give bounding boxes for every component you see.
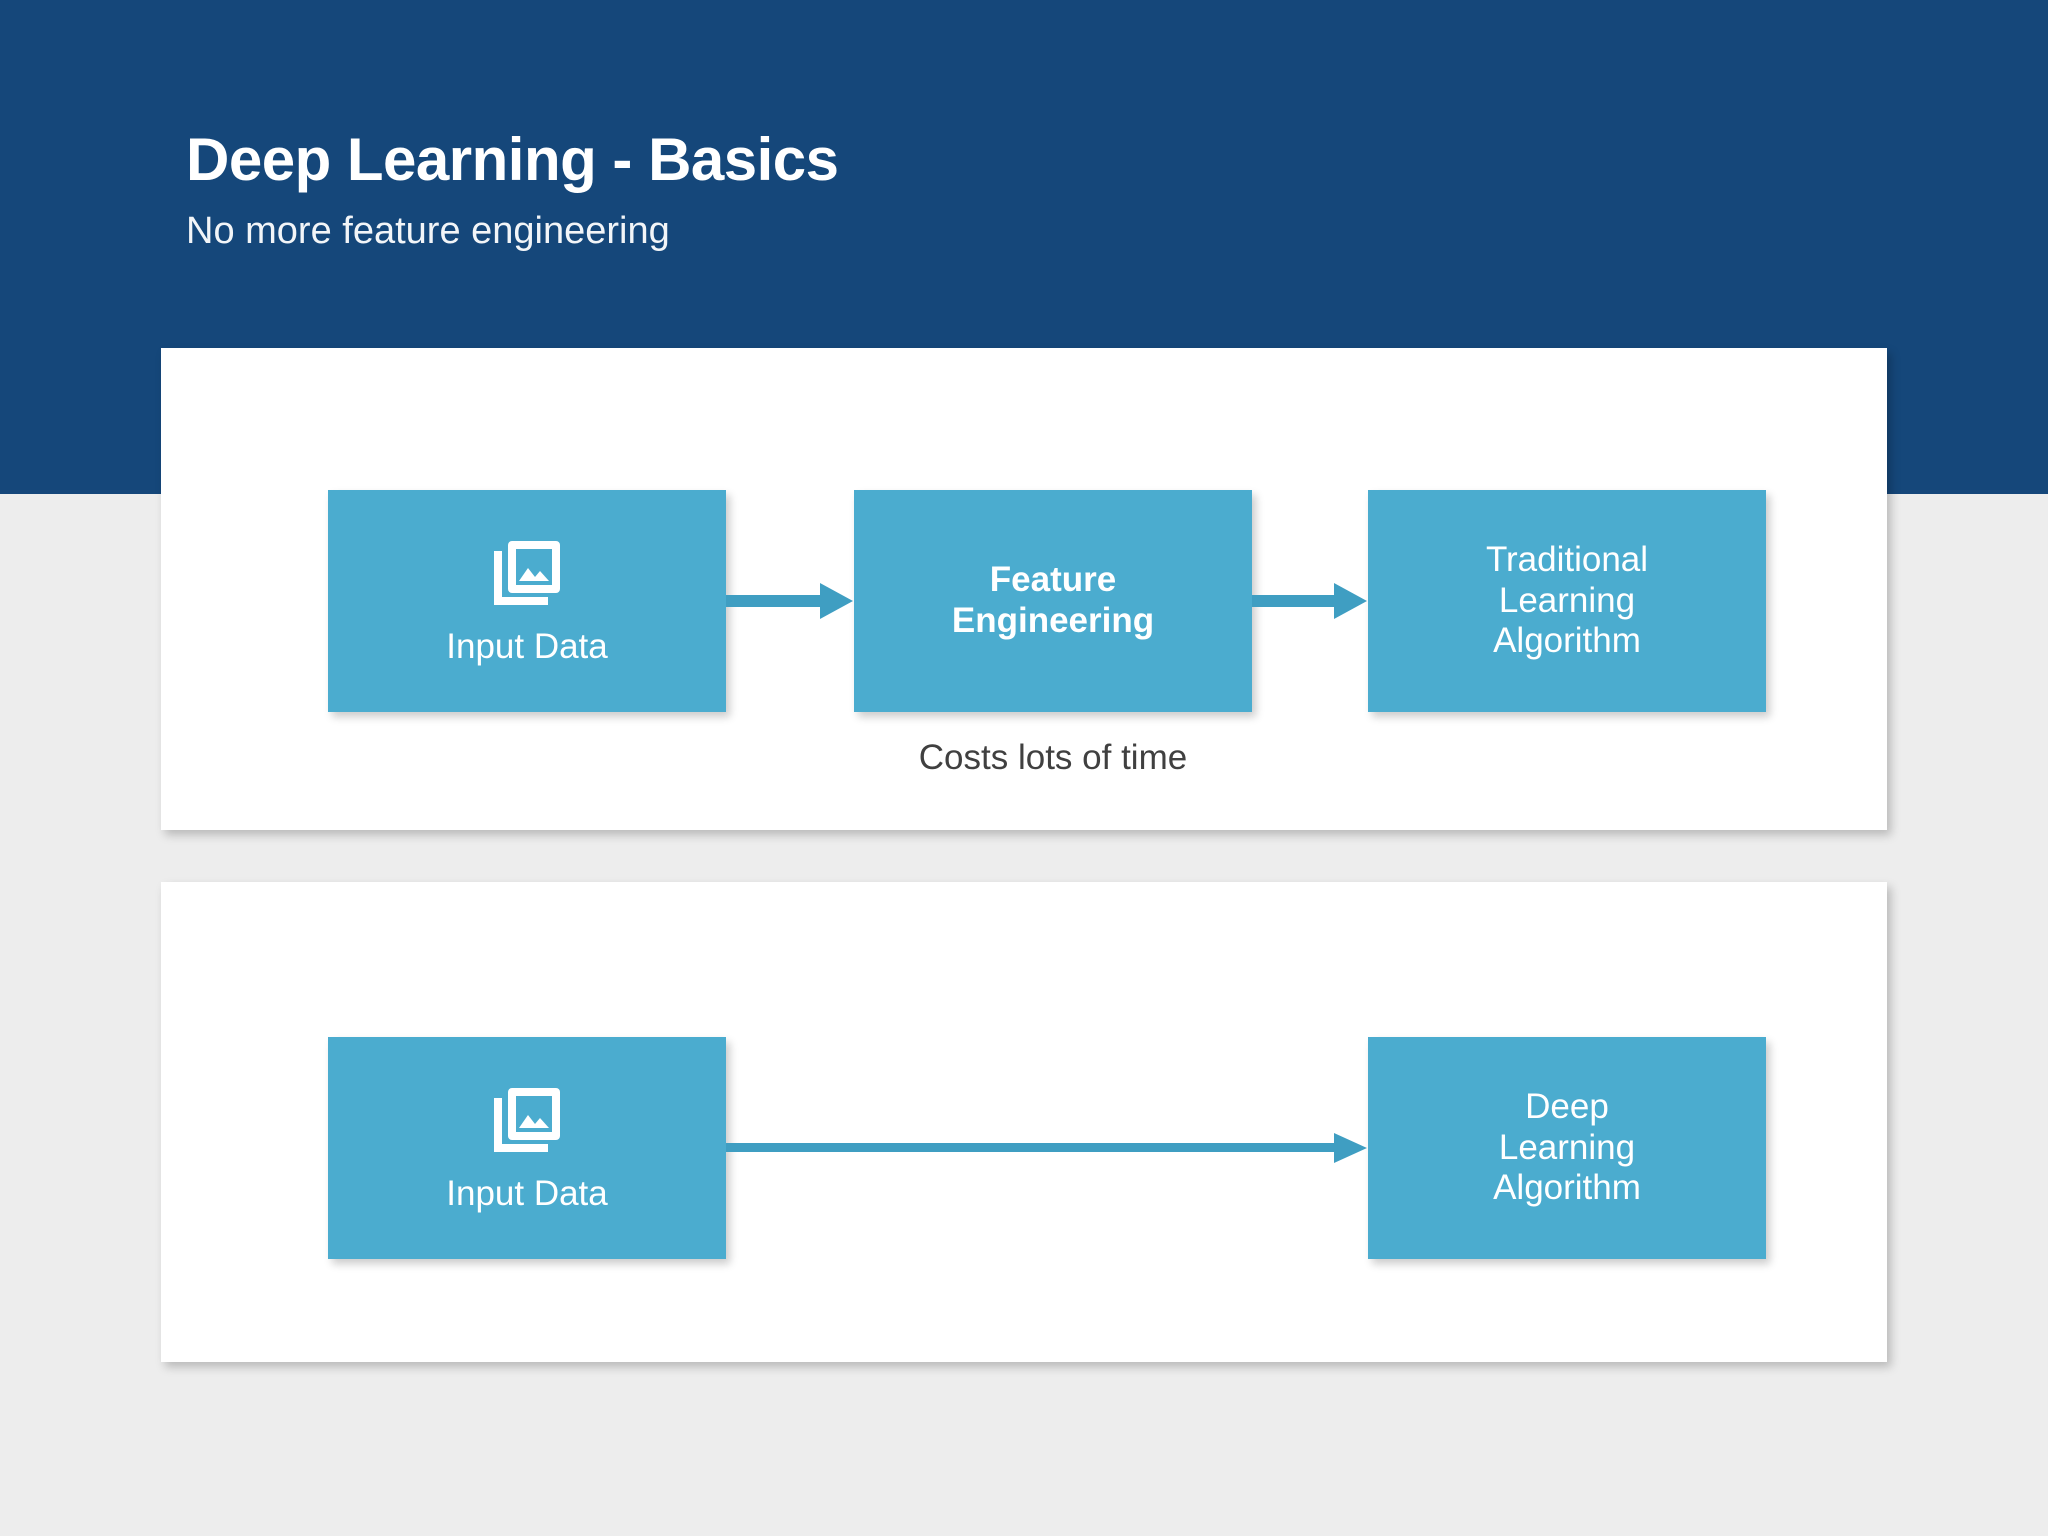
caption-costs-lots-of-time: Costs lots of time — [918, 738, 1188, 777]
arrow-input-to-deep — [726, 1128, 1368, 1168]
panel-deep-learning-pipeline: Input Data Deep Learning Algorithm — [161, 882, 1887, 1362]
flow-box-label: Deep Learning Algorithm — [1493, 1087, 1641, 1208]
arrow-input-to-feature — [726, 580, 854, 622]
flow-box-label: Input Data — [446, 626, 608, 666]
flow-box-label: Traditional Learning Algorithm — [1485, 540, 1649, 661]
flow-box-input-data-1[interactable]: Input Data — [328, 490, 726, 712]
flow-box-label: Input Data — [446, 1173, 608, 1213]
flow-box-deep-learning-algorithm[interactable]: Deep Learning Algorithm — [1368, 1037, 1766, 1259]
flow-box-label: Feature Engineering — [951, 560, 1155, 640]
page-subtitle: No more feature engineering — [186, 210, 670, 252]
page-title: Deep Learning - Basics — [186, 126, 839, 193]
flow-box-traditional-learning-algorithm[interactable]: Traditional Learning Algorithm — [1368, 490, 1766, 712]
flow-box-input-data-2[interactable]: Input Data — [328, 1037, 726, 1259]
photo-library-icon — [488, 1082, 566, 1160]
panel-traditional-pipeline: Input Data Feature Engineering Tradition… — [161, 348, 1887, 830]
photo-library-icon — [488, 535, 566, 613]
flow-box-feature-engineering[interactable]: Feature Engineering — [854, 490, 1252, 712]
arrow-feature-to-traditional — [1252, 580, 1368, 622]
header-text-block: Deep Learning - Basics No more feature e… — [186, 128, 839, 253]
